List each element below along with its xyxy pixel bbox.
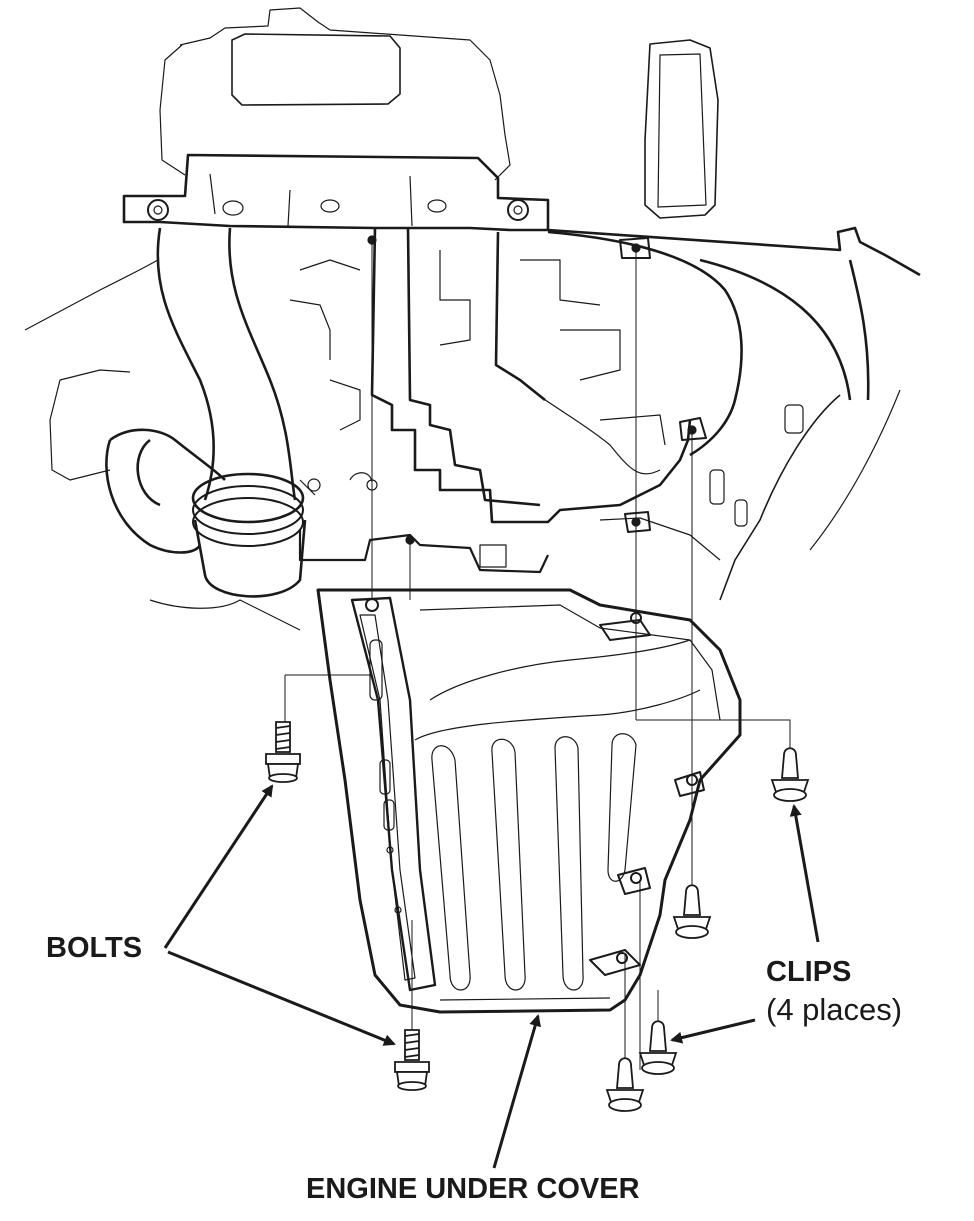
engine-under-cover-label: ENGINE UNDER COVER [306, 1173, 640, 1205]
clip-1 [770, 747, 810, 802]
alignment-lines [284, 240, 791, 1070]
clip-2 [672, 884, 712, 939]
engine-assembly [24, 7, 921, 631]
clips-arrow-lower [670, 1018, 756, 1044]
cover-arrow [492, 1014, 541, 1169]
clip-3 [638, 1020, 678, 1075]
clips-arrow-upper [789, 804, 820, 943]
clips-count-label: (4 places) [766, 992, 903, 1027]
leader-arrows [163, 784, 820, 1169]
bolt-upper [265, 721, 301, 783]
bolts-arrow-lower [167, 950, 396, 1046]
bolt-lower [394, 1029, 430, 1091]
bolts-arrow-upper [163, 784, 274, 949]
engine-under-cover [316, 588, 742, 1014]
clip-4 [605, 1057, 645, 1112]
bolts-label: BOLTS [46, 932, 143, 964]
clips-label: CLIPS [766, 956, 852, 988]
